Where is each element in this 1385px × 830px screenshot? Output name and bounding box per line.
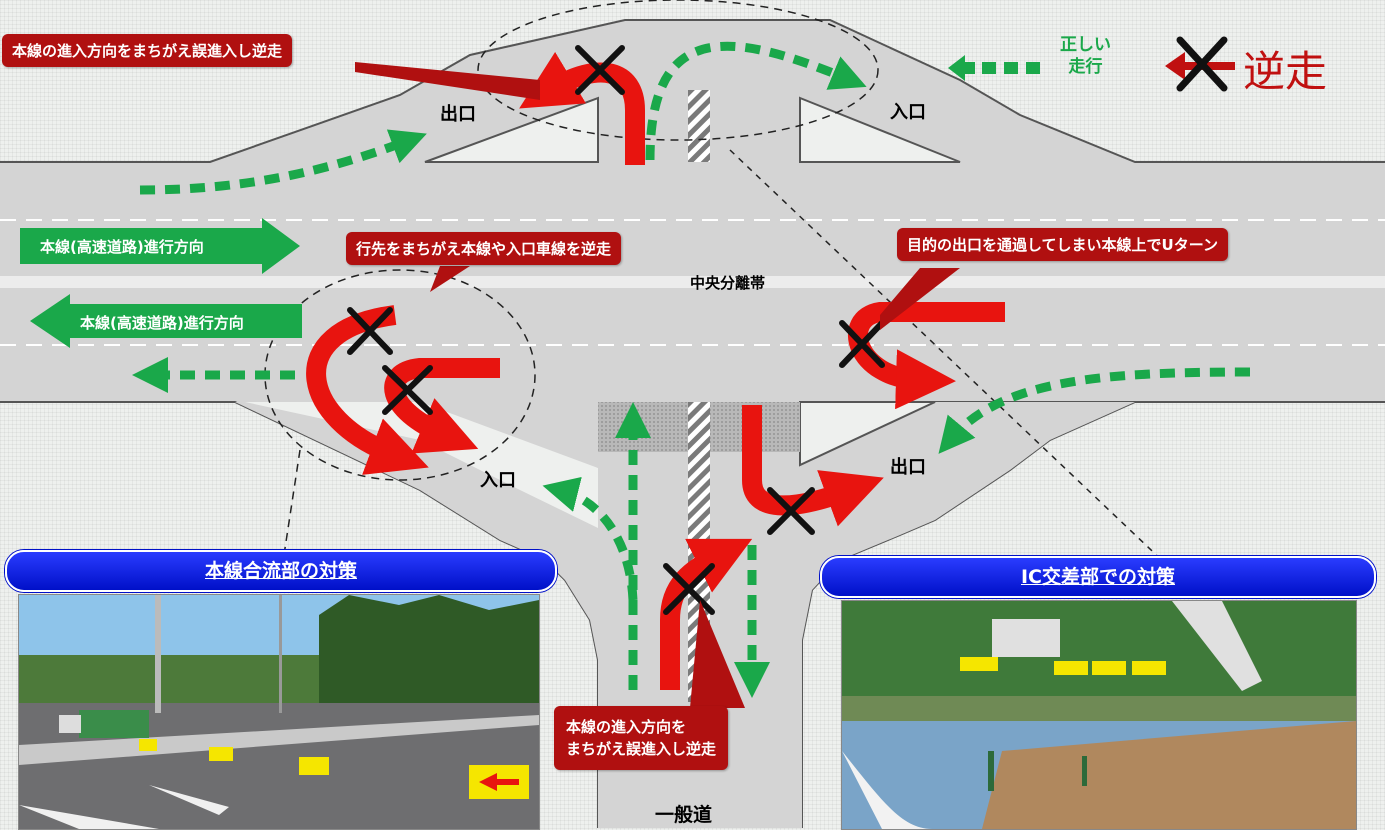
legend-wrong-label: 逆走 bbox=[1243, 47, 1328, 96]
exit-label-bottom: 出口 bbox=[890, 457, 926, 478]
correct-route-arrows bbox=[132, 41, 1251, 698]
direction-arrow-left bbox=[30, 294, 302, 348]
hatched-median-top bbox=[688, 90, 710, 162]
direction-label-upper: 本線(高速道路)進行方向 bbox=[40, 238, 204, 256]
direction-label-lower: 本線(高速道路)進行方向 bbox=[80, 314, 244, 332]
median-label: 中央分離帯 bbox=[690, 274, 766, 292]
banner-left: 本線合流部の対策 bbox=[5, 550, 557, 592]
photo-merge-countermeasure bbox=[18, 594, 540, 830]
general-road-label: 一般道 bbox=[655, 804, 713, 826]
legend-correct-line1: 正しい bbox=[1060, 35, 1111, 55]
callout-middle: 行先をまちがえ本線や入口車線を逆走 bbox=[346, 232, 622, 265]
callout-right: 目的の出口を通過してしまい本線上でUターン bbox=[897, 228, 1228, 261]
direction-arrow-right bbox=[20, 218, 300, 274]
legend-correct-symbol bbox=[948, 55, 1040, 81]
callout-bottom-line1: 本線の進入方向を bbox=[566, 718, 687, 736]
callout-bottom: 本線の進入方向を まちがえ誤進入し逆走 bbox=[554, 706, 729, 770]
legend-correct-label: 正しい 走行 bbox=[1060, 34, 1111, 78]
wrong-way-x-marks bbox=[347, 45, 885, 615]
banner-right: IC交差部での対策 bbox=[820, 556, 1376, 598]
callout-top-left: 本線の進入方向をまちがえ誤進入し逆走 bbox=[2, 34, 293, 67]
lane-markings bbox=[0, 219, 1385, 346]
entrance-label-bottom: 入口 bbox=[480, 470, 516, 491]
callout-pointers bbox=[355, 62, 960, 708]
callout-bottom-line2: まちがえ誤進入し逆走 bbox=[566, 740, 717, 758]
legend-wrong-symbol bbox=[1165, 36, 1235, 92]
legend-correct-line2: 走行 bbox=[1068, 57, 1103, 77]
exit-label-top: 出口 bbox=[440, 104, 476, 125]
entrance-label-top: 入口 bbox=[890, 102, 926, 123]
photo-ic-intersection-countermeasure bbox=[841, 600, 1357, 830]
median-strip bbox=[0, 276, 1385, 288]
